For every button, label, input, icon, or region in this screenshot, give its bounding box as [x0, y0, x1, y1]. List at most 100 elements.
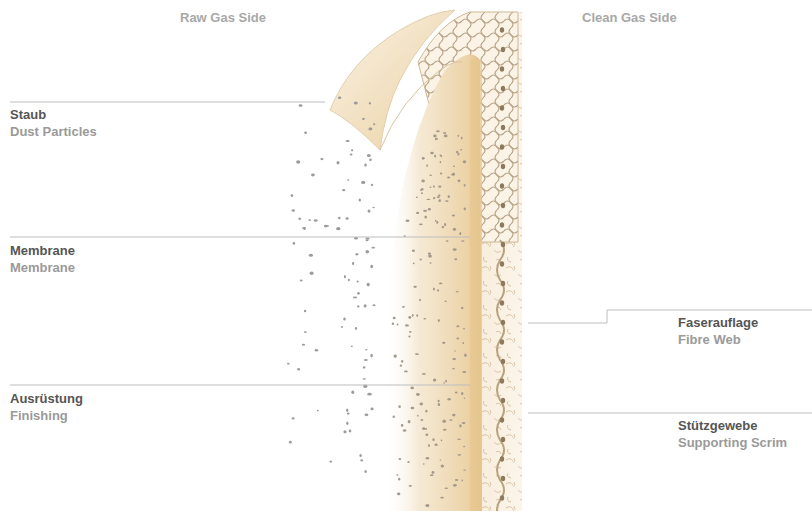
particle: [398, 478, 400, 481]
particle: [371, 408, 374, 411]
particle: [412, 314, 414, 317]
side-heading: Raw Gas Side: [180, 10, 266, 26]
particle: [337, 161, 340, 164]
particle: [289, 441, 292, 444]
particle: [437, 196, 440, 198]
particle: [455, 392, 458, 394]
particle: [461, 392, 463, 395]
particle: [459, 425, 462, 428]
particle: [447, 398, 450, 401]
particle: [343, 317, 346, 320]
particle: [425, 410, 427, 413]
part-name-translation: Dust Particles: [10, 124, 97, 140]
peel-edge: [380, 62, 462, 150]
particle: [343, 430, 346, 433]
particle: [360, 459, 363, 461]
particle: [300, 280, 303, 282]
particle: [348, 279, 350, 282]
part-name: Faserauflage: [678, 315, 758, 331]
particle: [500, 339, 504, 345]
finishing-edge: [470, 60, 482, 511]
particle: [464, 354, 467, 357]
particle: [346, 140, 350, 142]
particle: [336, 227, 340, 230]
particle: [365, 413, 369, 416]
particle: [501, 164, 505, 170]
particle: [422, 157, 425, 160]
particle: [444, 223, 446, 226]
particle: [406, 219, 410, 222]
particle: [500, 27, 504, 33]
particle: [355, 327, 357, 330]
particle: [423, 318, 426, 319]
particle: [501, 281, 505, 287]
particle: [297, 368, 300, 371]
particle: [445, 380, 447, 383]
particle: [346, 408, 348, 412]
particle: [342, 189, 345, 191]
particle: [393, 317, 396, 320]
particle: [320, 158, 323, 160]
particle: [500, 456, 504, 462]
particle: [463, 446, 465, 448]
particle: [416, 354, 419, 356]
particle: [442, 342, 445, 344]
particle: [398, 405, 401, 408]
particle: [459, 232, 461, 235]
particle: [401, 360, 403, 363]
particle: [369, 158, 372, 161]
particle: [302, 344, 305, 346]
particle: [428, 444, 430, 447]
particle: [397, 493, 400, 496]
dust-particles: [287, 97, 376, 473]
particle: [453, 228, 456, 231]
particle: [456, 291, 459, 293]
particle: [448, 195, 450, 198]
particle: [440, 173, 443, 175]
particle: [287, 363, 290, 365]
particle: [500, 222, 504, 228]
particle: [433, 197, 435, 199]
particle: [433, 186, 435, 188]
particle: [369, 102, 371, 104]
particle: [464, 184, 466, 187]
particle: [501, 203, 505, 209]
particle: [417, 415, 419, 417]
particle: [411, 407, 415, 410]
particle: [457, 439, 461, 441]
particle: [425, 504, 429, 507]
particle: [442, 420, 446, 423]
particle: [452, 414, 455, 417]
scrim-thread: [497, 240, 504, 511]
particle: [310, 272, 314, 275]
particle: [353, 297, 357, 299]
particle: [428, 252, 431, 254]
particle: [433, 379, 436, 382]
particle: [420, 403, 424, 406]
particle: [407, 461, 409, 463]
leader-lines: [10, 102, 812, 413]
part-name-translation: Supporting Scrim: [678, 435, 787, 451]
particle: [454, 258, 457, 260]
particle: [421, 192, 423, 194]
particle: [420, 259, 422, 261]
particle: [373, 304, 376, 306]
particle: [415, 353, 418, 355]
particle: [460, 149, 462, 151]
particle: [436, 221, 438, 224]
particle: [500, 66, 504, 72]
particle: [416, 393, 420, 396]
particle: [416, 196, 418, 198]
particle: [446, 240, 449, 242]
particle: [441, 439, 443, 441]
particle: [500, 378, 504, 384]
particle: [430, 262, 432, 264]
particle: [435, 220, 437, 222]
particle: [408, 316, 411, 319]
particle: [363, 378, 366, 380]
particle: [437, 289, 439, 291]
particle: [421, 180, 425, 183]
leader-line: [528, 310, 812, 323]
particle: [359, 454, 361, 457]
particle: [367, 283, 370, 287]
